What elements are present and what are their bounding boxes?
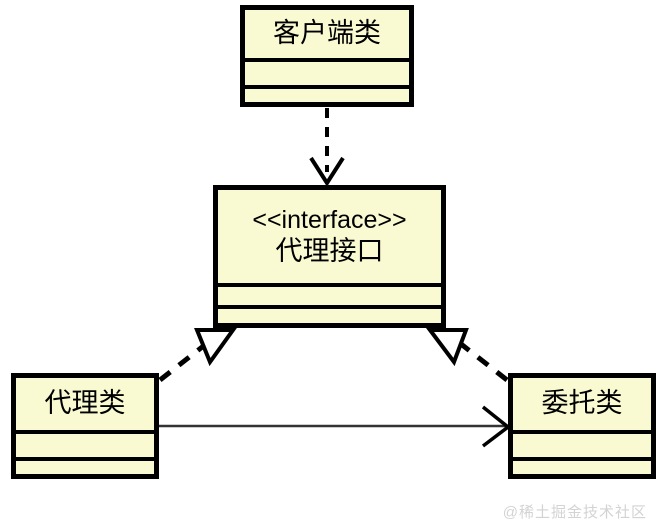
uml-class-proxy-attributes [16,430,154,457]
uml-class-delegate-operations [513,457,651,474]
uml-class-interface-name: 代理接口 [275,236,384,267]
uml-class-client-name: 客户端类 [273,18,381,49]
realization-line-proxy-interface [158,342,208,382]
uml-class-delegate-header: 委托类 [513,378,651,430]
uml-class-delegate[interactable]: 委托类 [508,373,656,479]
relationship-client-to-interface [309,108,345,187]
watermark-text: @稀土掘金技术社区 [502,504,647,521]
uml-class-proxy-header: 代理类 [16,378,154,430]
uml-class-delegate-attributes [513,430,651,457]
uml-class-proxy-name: 代理类 [44,388,126,419]
uml-class-interface-stereotype: <<interface>> [252,205,407,234]
realization-line-delegate-interface [459,342,509,382]
uml-class-client[interactable]: 客户端类 [240,5,414,107]
uml-class-interface-operations [218,305,441,323]
uml-class-interface-attributes [218,283,441,305]
uml-class-proxy-operations [16,457,154,474]
uml-class-client-operations [245,85,409,102]
relationship-delegate-to-interface [426,328,509,382]
uml-class-client-attributes [245,58,409,85]
uml-class-proxy[interactable]: 代理类 [11,373,159,479]
uml-class-client-header: 客户端类 [245,10,409,58]
uml-class-interface-header: <<interface>> 代理接口 [218,190,441,283]
open-arrowhead-client-interface [309,156,345,187]
relationship-proxy-to-interface [158,328,237,382]
relationship-proxy-to-delegate [159,405,511,448]
hollow-triangle-delegate-interface [426,328,469,367]
uml-class-interface[interactable]: <<interface>> 代理接口 [213,185,446,328]
hollow-triangle-proxy-interface [194,328,237,367]
uml-class-delegate-name: 委托类 [541,388,623,419]
